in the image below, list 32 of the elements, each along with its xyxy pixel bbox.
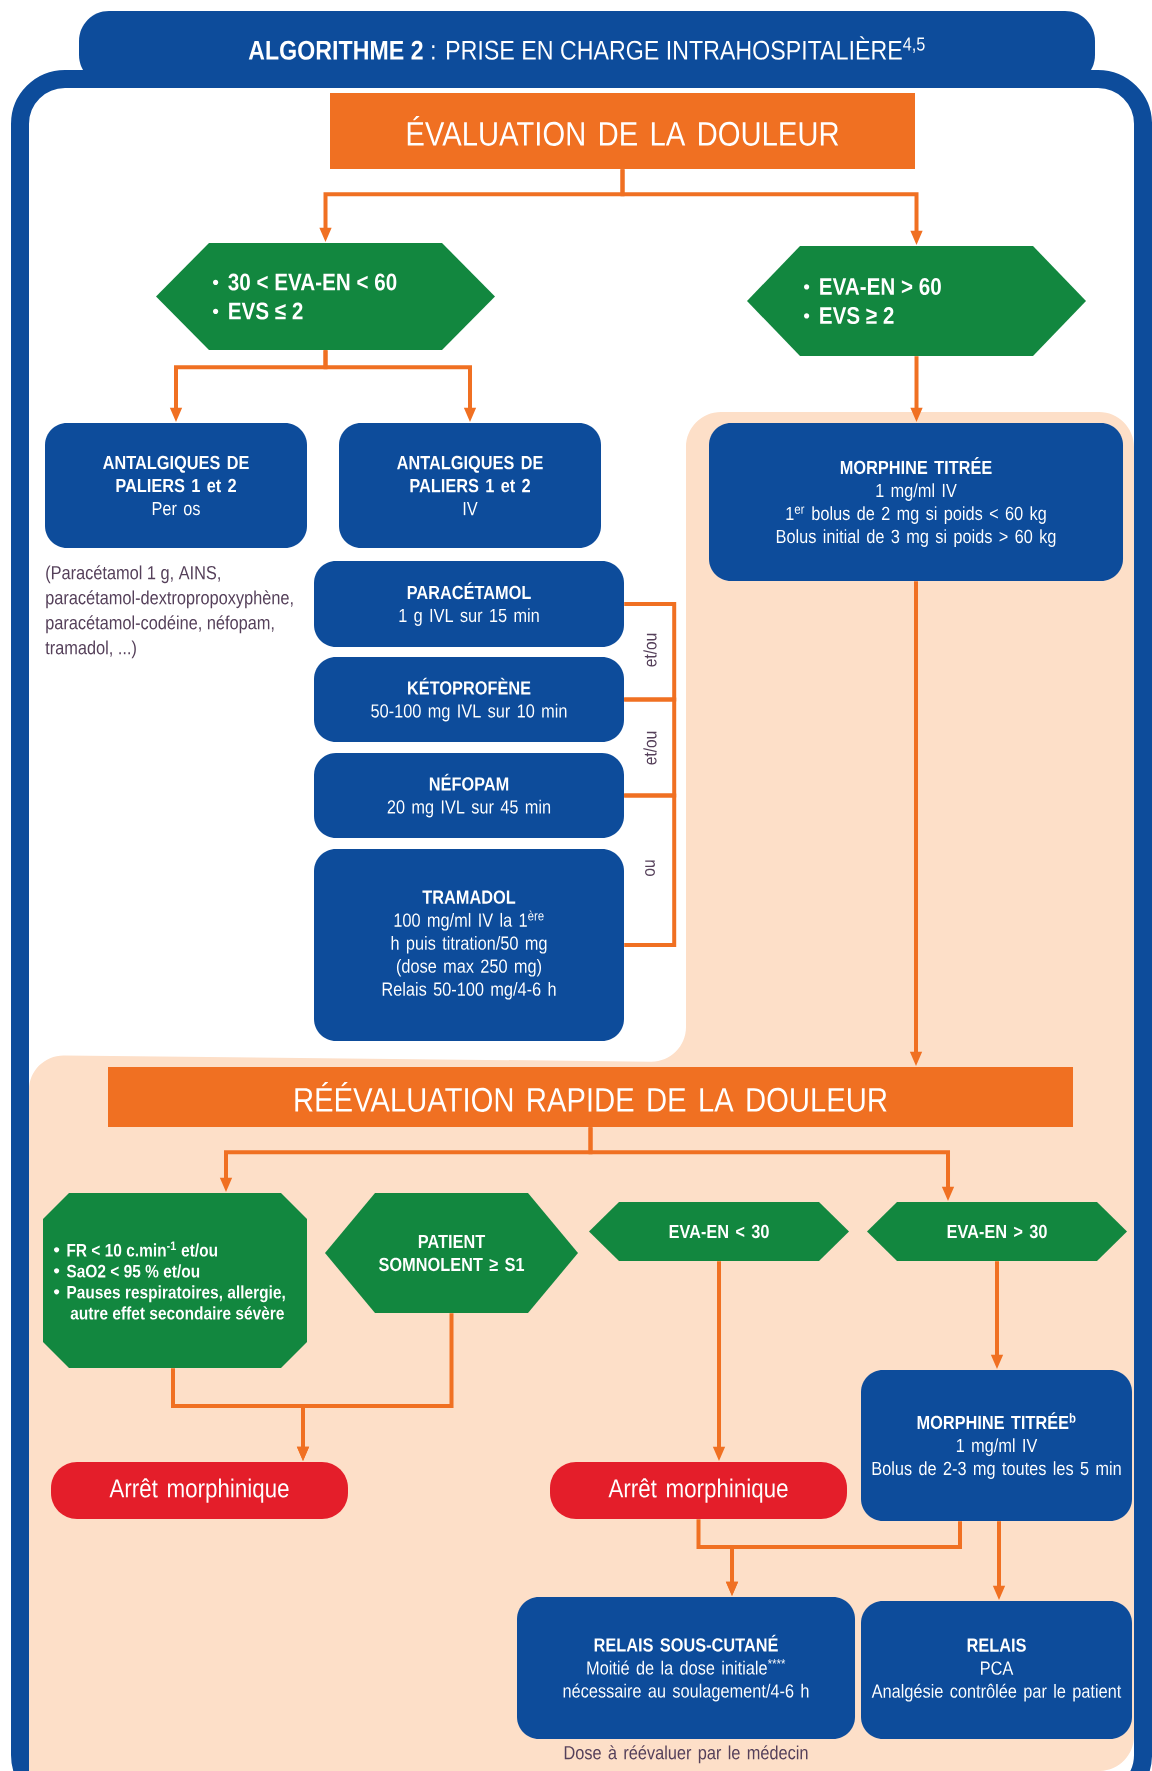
edge-label: et/ou (642, 729, 658, 767)
treatment-box: NÉFOPAM 20 mg IVL sur 45 min (314, 753, 624, 838)
node-label: 1 mg/ml IV (956, 1438, 1038, 1456)
treatment-box: MORPHINE TITRÉE 1 mg/ml IV 1$^{er}$ bolus de 2 mg si poids < 60 kg Bolus initial de 3 mg si poids > 60 kg (709, 423, 1123, 581)
title-box: RÉÉVALUATION RAPIDE DE LA DOULEUR (108, 1067, 1073, 1127)
decision-hexagon: EVA-EN < 30 (589, 1202, 849, 1261)
treatment-box: RELAIS PCA Analgésie contrôlée par le patient (861, 1601, 1132, 1739)
edge-label: ou (644, 858, 656, 878)
decision-hexagon: EVA-EN > 60 EVS ≥ 2 (747, 246, 1086, 356)
stop-box: Arrêt morphinique (51, 1462, 348, 1519)
title-box: ÉVALUATION DE LA DOULEUR (330, 93, 915, 169)
decision-hexagon: PATIENT SOMNOLENT ≥ S1 (325, 1193, 578, 1313)
decision-octagon: FR < 10 c.min$^{-1}$ et/ou SaO2 < 95 % et/ou Pauses respiratoires, allergie, autre effet secondaire sévère (43, 1193, 307, 1368)
treatment-box: ANTALGIQUES DE PALIERS 1 et 2 IV (339, 423, 601, 548)
treatment-box: ANTALGIQUES DE PALIERS 1 et 2 Per os (45, 423, 307, 548)
treatment-box: MORPHINE TITRÉE$^{b}$ 1 mg/ml IV Bolus de 2-3 mg toutes les 5 min (861, 1370, 1132, 1521)
treatment-box: RELAIS SOUS-CUTANÉ Moitié de la dose initiale$^{****}$ nécessaire au soulagement/4-6 h (517, 1597, 855, 1739)
node-label: PCA (981, 1661, 1014, 1675)
node-label: Bolus de 2-3 mg toutes les 5 min (872, 1461, 1121, 1479)
note-text: (Paracétamol 1 g, AINS, paracétamol-dextropropoxyphène, paracétamol-codéine, néfopam, tramadol, ...) (45, 565, 293, 659)
connector-line (624, 793, 677, 947)
decision-hexagon: EVA-EN > 30 (867, 1202, 1127, 1261)
treatment-box: TRAMADOL 100 mg/ml IV la 1$^{ère}$ h puis titration/50 mg (dose max 250 mg) Relais 50-100 mg/4-6 h (314, 849, 624, 1041)
node-label: Analgésie contrôlée par le patient (871, 1683, 1122, 1702)
edge-label: et/ou (642, 631, 658, 669)
node-label: RELAIS (967, 1638, 1026, 1652)
stop-box: Arrêt morphinique (550, 1462, 847, 1519)
treatment-box: KÉTOPROFÈNE 50-100 mg IVL sur 10 min (314, 657, 624, 742)
decision-hexagon: 30 < EVA-EN < 60 EVS ≤ 2 (156, 243, 495, 350)
node-label: MORPHINE TITRÉE$^{b}$ (917, 1412, 1076, 1430)
treatment-box: PARACÉTAMOL 1 g IVL sur 15 min (314, 561, 624, 647)
note-text: Dose à réévaluer par le médecin (564, 1745, 808, 1764)
